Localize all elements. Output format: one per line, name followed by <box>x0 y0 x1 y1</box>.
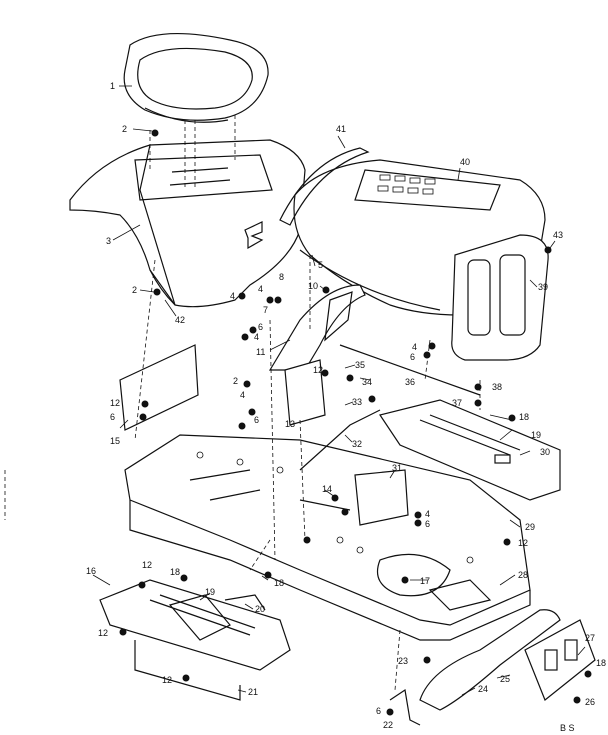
callout-4: 4 <box>230 291 235 301</box>
callout-24: 24 <box>478 684 488 694</box>
callout-16: 16 <box>86 566 96 576</box>
callout-42: 42 <box>175 315 185 325</box>
callout-31: 31 <box>392 463 402 473</box>
callout-4: 4 <box>258 284 263 294</box>
callout-20: 20 <box>255 604 265 614</box>
hardware <box>119 129 592 716</box>
callout-26: 26 <box>585 697 595 707</box>
callout-6: 6 <box>376 706 381 716</box>
callout-43: 43 <box>553 230 563 240</box>
callout-19: 19 <box>531 430 541 440</box>
assembly-guide-lines <box>4 115 481 691</box>
panel-13 <box>284 359 326 426</box>
callout-4: 4 <box>412 342 417 352</box>
callout-11: 11 <box>256 347 265 357</box>
callout-22: 22 <box>383 720 393 730</box>
callout-12: 12 <box>98 628 108 638</box>
callout-4: 4 <box>254 332 259 342</box>
callout-1: 1 <box>110 81 115 91</box>
dash-support <box>268 284 366 371</box>
callout-36: 36 <box>405 377 415 387</box>
callout-12: 12 <box>518 538 528 548</box>
callout-12: 12 <box>142 560 152 570</box>
callout-40: 40 <box>460 157 470 167</box>
callout-2: 2 <box>132 285 137 295</box>
rod-22 <box>389 688 421 726</box>
callout-14: 14 <box>322 484 332 494</box>
callout-12: 12 <box>110 398 120 408</box>
callout-39: 39 <box>538 282 548 292</box>
leader-lines <box>92 85 586 696</box>
bracket-15 <box>119 344 199 431</box>
callout-18: 18 <box>170 567 180 577</box>
callout-29: 29 <box>525 522 535 532</box>
main-frame <box>124 434 531 641</box>
callout-38: 38 <box>492 382 502 392</box>
callout-2: 2 <box>122 124 127 134</box>
panel-31 <box>354 469 409 526</box>
footrest-right <box>379 399 561 501</box>
callout-28: 28 <box>518 570 528 580</box>
callout-4: 4 <box>240 390 245 400</box>
callout-15: 15 <box>110 436 120 446</box>
rear-fender <box>69 139 306 308</box>
callout-34: 34 <box>362 377 372 387</box>
grille <box>451 234 549 361</box>
bumper-plate <box>524 619 596 701</box>
callout-labels: 1 2 3 2 42 4 8 4 7 6 4 10 5 41 40 43 39 … <box>86 81 606 730</box>
callout-25: 25 <box>500 674 510 684</box>
callout-32: 32 <box>352 439 362 449</box>
callout-33: 33 <box>352 397 362 407</box>
callout-21: 21 <box>248 687 258 697</box>
callout-13: 13 <box>285 419 295 429</box>
callout-6: 6 <box>410 352 415 362</box>
callout-17: 17 <box>420 576 430 586</box>
callout-12: 12 <box>313 365 323 375</box>
callout-8: 8 <box>279 272 284 282</box>
callout-12: 12 <box>162 675 172 685</box>
callout-3: 3 <box>106 236 111 246</box>
seat <box>123 32 269 123</box>
callout-5: 5 <box>318 260 323 270</box>
callout-7: 7 <box>263 305 268 315</box>
callout-27: 27 <box>585 633 595 643</box>
callout-2: 2 <box>233 376 238 386</box>
callout-23: 23 <box>398 656 408 666</box>
callout-6: 6 <box>258 322 263 332</box>
callout-6: 6 <box>254 415 259 425</box>
callout-18: 18 <box>596 658 606 668</box>
rod-36 <box>339 344 481 396</box>
trim-strip <box>279 147 370 226</box>
callout-30: 30 <box>540 447 550 457</box>
callout-19: 19 <box>205 587 215 597</box>
footrest-left <box>99 579 291 671</box>
callout-41: 41 <box>336 124 346 134</box>
callout-6: 6 <box>110 412 115 422</box>
callout-10: 10 <box>308 281 318 291</box>
callout-35: 35 <box>355 360 365 370</box>
callout-18: 18 <box>519 412 529 422</box>
footer-code: B S <box>560 723 575 733</box>
callout-6: 6 <box>425 519 430 529</box>
callout-37: 37 <box>452 398 462 408</box>
rod-32 <box>299 409 381 471</box>
bracket-20 <box>224 594 266 611</box>
front-axle <box>419 609 561 711</box>
callout-18: 18 <box>274 578 284 588</box>
callout-4: 4 <box>425 509 430 519</box>
bracket-21 <box>134 640 241 701</box>
